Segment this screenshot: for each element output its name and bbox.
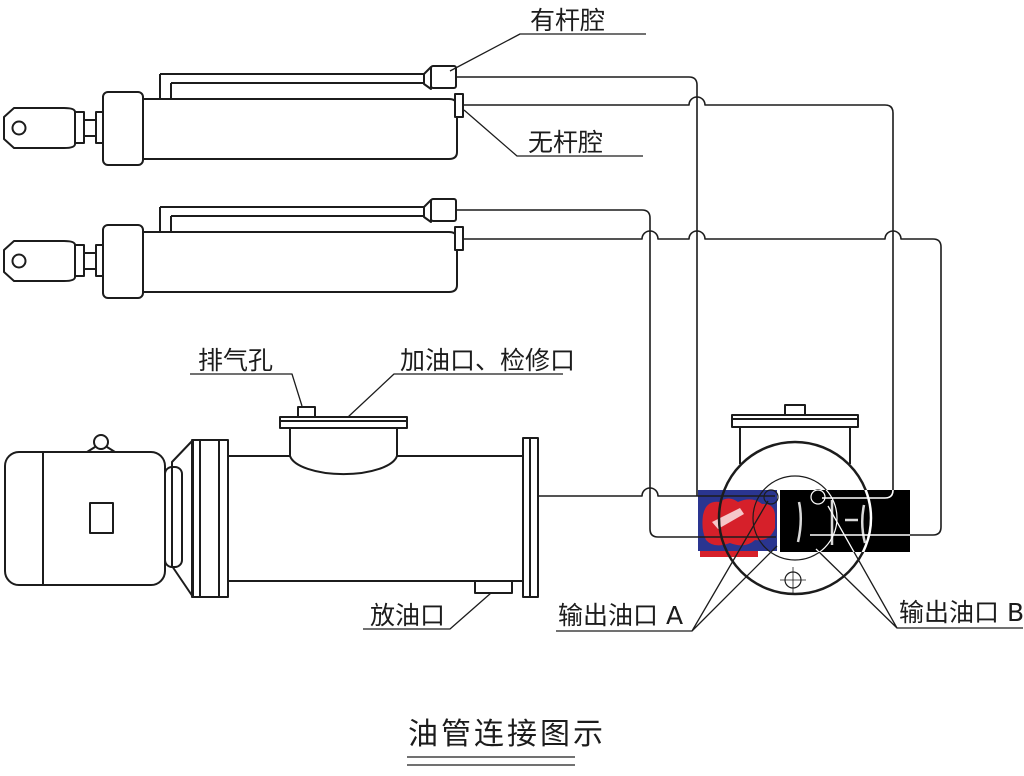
label-rod-chamber: 有杆腔: [530, 6, 605, 35]
title-underline: [407, 756, 575, 766]
watermark-inverted-lines: [796, 490, 910, 552]
pump-cap-plate: [731, 414, 859, 428]
port-a-boss: [763, 489, 779, 505]
hydraulic-cylinder-1: [3, 65, 464, 166]
labels-layer: 有杆腔 无杆腔 排气孔 加油口、检修口 放油口 输出油口 A 输出油口 B 油管…: [198, 6, 1024, 752]
leader-rodless-chamber: [463, 109, 643, 157]
leader-rod-chamber: [449, 33, 646, 72]
bell-housing: [164, 439, 229, 598]
fill-cap-plate: [279, 416, 408, 429]
motor: [4, 434, 166, 586]
pipe-cyl1-rod-chamber: [456, 76, 698, 496]
label-breather-hole: 排气孔: [198, 346, 273, 375]
label-output-port-b: 输出油口 B: [899, 598, 1024, 627]
label-rodless-chamber: 无杆腔: [528, 128, 603, 157]
pipe-cyl2-rod-chamber: [456, 209, 776, 538]
label-drain-port: 放油口: [370, 601, 445, 630]
leader-output-a: [556, 500, 778, 632]
oil-tank: [228, 406, 539, 598]
leader-breather: [190, 373, 303, 407]
pump-cap-knob: [784, 404, 806, 416]
lifting-eye: [93, 434, 109, 450]
fill-cap-dome: [289, 455, 398, 476]
label-output-port-a: 输出油口 A: [558, 601, 683, 630]
leader-fill-port: [347, 373, 563, 418]
hydraulic-cylinder-2: [3, 198, 464, 299]
drain-port-tab: [474, 580, 513, 594]
label-fill-inspection-port: 加油口、检修口: [400, 346, 575, 375]
mount-flange: [191, 439, 229, 598]
terminal-box: [89, 502, 114, 534]
leader-drain-port: [363, 592, 492, 630]
pipe-cyl2-rodless-chamber: [463, 230, 942, 536]
diagram-title: 油管连接图示: [408, 717, 606, 752]
breather-knob: [297, 406, 316, 418]
